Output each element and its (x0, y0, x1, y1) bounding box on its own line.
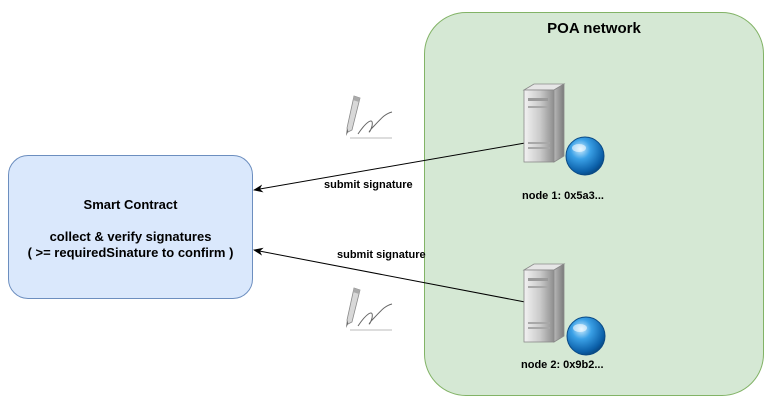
poa-network-title: POA network (547, 20, 641, 37)
node-1-label: node 1: 0x5a3... (522, 190, 604, 202)
arrow-node1-to-contract (253, 142, 526, 193)
arrow-node2-to-contract (253, 247, 526, 303)
signature-pen-icon (346, 95, 393, 139)
edge-label-node1: submit signature (324, 179, 413, 191)
globe-icon (565, 136, 605, 176)
smart-contract-title: Smart Contract (83, 197, 178, 212)
smart-contract-box (8, 155, 253, 299)
smart-contract-description: collect & verify signatures (49, 229, 212, 244)
server-icon (522, 83, 566, 163)
signature-pen-icon (346, 287, 393, 331)
server-icon (522, 263, 566, 343)
smart-contract-condition: ( >= requiredSinature to confirm ) (27, 245, 234, 260)
globe-icon (566, 316, 606, 356)
node-2-label: node 2: 0x9b2... (521, 359, 604, 371)
edge-label-node2: submit signature (337, 249, 426, 261)
